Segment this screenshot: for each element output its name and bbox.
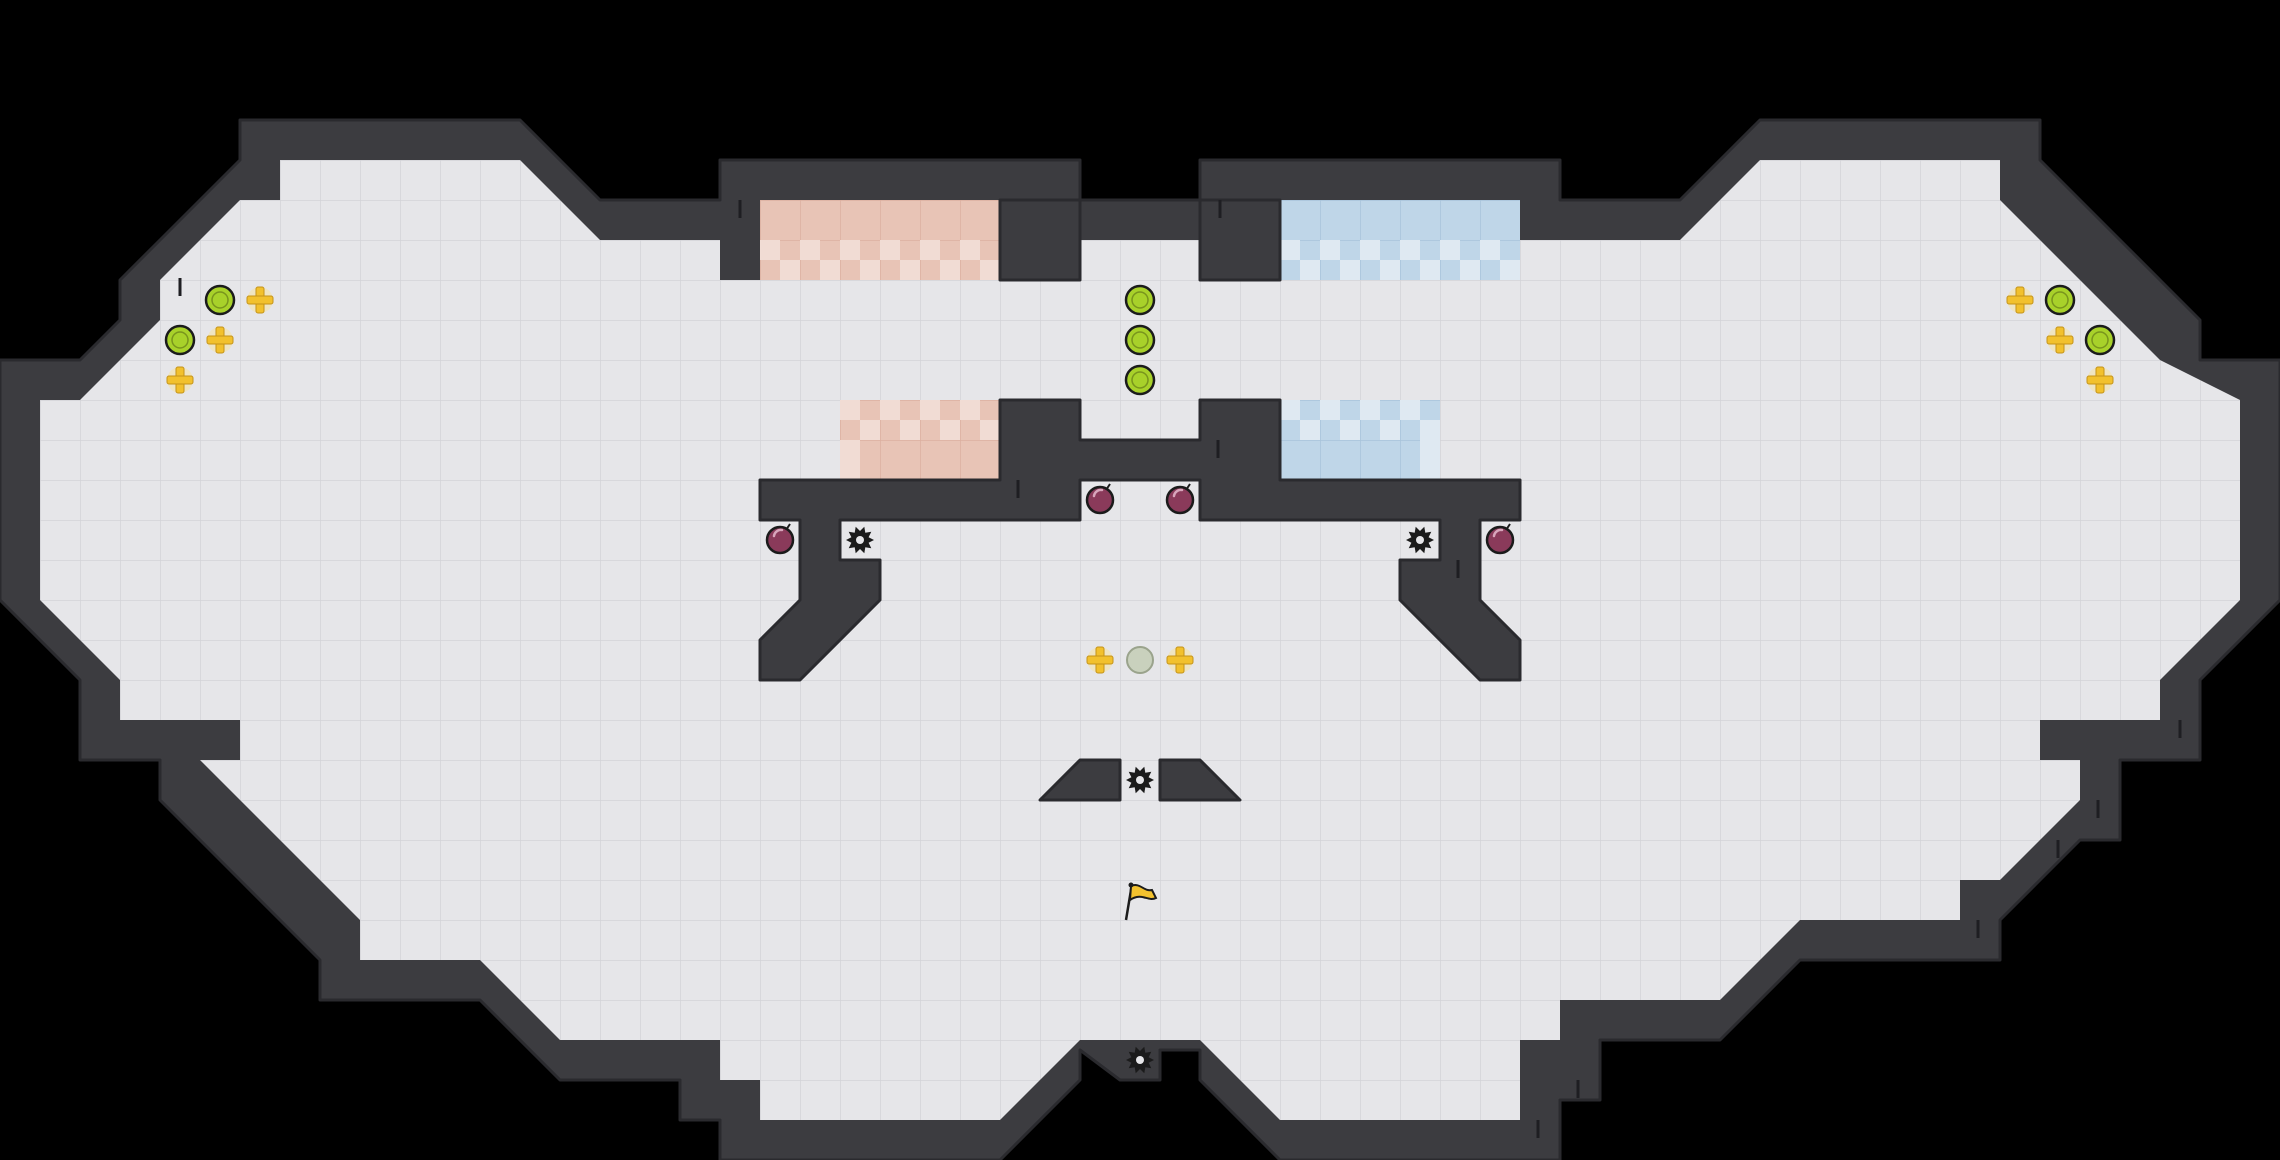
coin-right-1-icon[interactable]	[2044, 284, 2076, 316]
coin-top-1-icon[interactable]	[1124, 284, 1156, 316]
spike-3-icon[interactable]	[1126, 766, 1154, 794]
bomb-2-icon[interactable]	[1165, 483, 1195, 515]
bomb-1-icon[interactable]	[1085, 483, 1115, 515]
red-zone-top-checker	[760, 240, 1000, 280]
spikes-layer	[846, 526, 1434, 1074]
goal-flag-icon[interactable]	[1124, 882, 1158, 921]
coin-top-2-icon[interactable]	[1124, 324, 1156, 356]
wall-ramp-right	[1158, 758, 1242, 802]
wall-center-u	[758, 398, 1522, 682]
bombs-layer	[765, 483, 1515, 555]
plus-right-1-icon[interactable]	[2006, 286, 2034, 314]
plus-left-1-icon[interactable]	[246, 286, 274, 314]
blue-zone-mid-checker	[1280, 400, 1440, 480]
wall-ticks	[178, 200, 2182, 1138]
spike-4-icon[interactable]	[1126, 1046, 1154, 1074]
plus-left-3-icon[interactable]	[166, 366, 194, 394]
plus-right-3-icon[interactable]	[2086, 366, 2114, 394]
red-zone-mid-checker	[840, 400, 1000, 480]
faded-coin-icon	[1126, 646, 1154, 674]
powerups-layer	[166, 286, 2114, 674]
wall-block-top-left	[998, 198, 1082, 282]
blue-zone-top-checker	[1280, 240, 1520, 280]
spike-2-icon[interactable]	[1406, 526, 1434, 554]
coin-left-2-icon[interactable]	[164, 324, 196, 356]
bomb-4-icon[interactable]	[1485, 523, 1515, 555]
spike-1-icon[interactable]	[846, 526, 874, 554]
floor	[40, 160, 2240, 1120]
coin-left-1-icon[interactable]	[204, 284, 236, 316]
coin-right-2-icon[interactable]	[2084, 324, 2116, 356]
coin-top-3-icon[interactable]	[1124, 364, 1156, 396]
coins-layer	[164, 284, 2116, 396]
bomb-3-icon[interactable]	[765, 523, 795, 555]
plus-center-right-icon[interactable]	[1166, 646, 1194, 674]
inner-walls	[758, 198, 1522, 802]
plus-left-2-icon[interactable]	[206, 326, 234, 354]
wall-block-top-right	[1198, 198, 1282, 282]
plus-center-left-icon[interactable]	[1086, 646, 1114, 674]
wall-ramp-left	[1038, 758, 1122, 802]
plus-right-2-icon[interactable]	[2046, 326, 2074, 354]
